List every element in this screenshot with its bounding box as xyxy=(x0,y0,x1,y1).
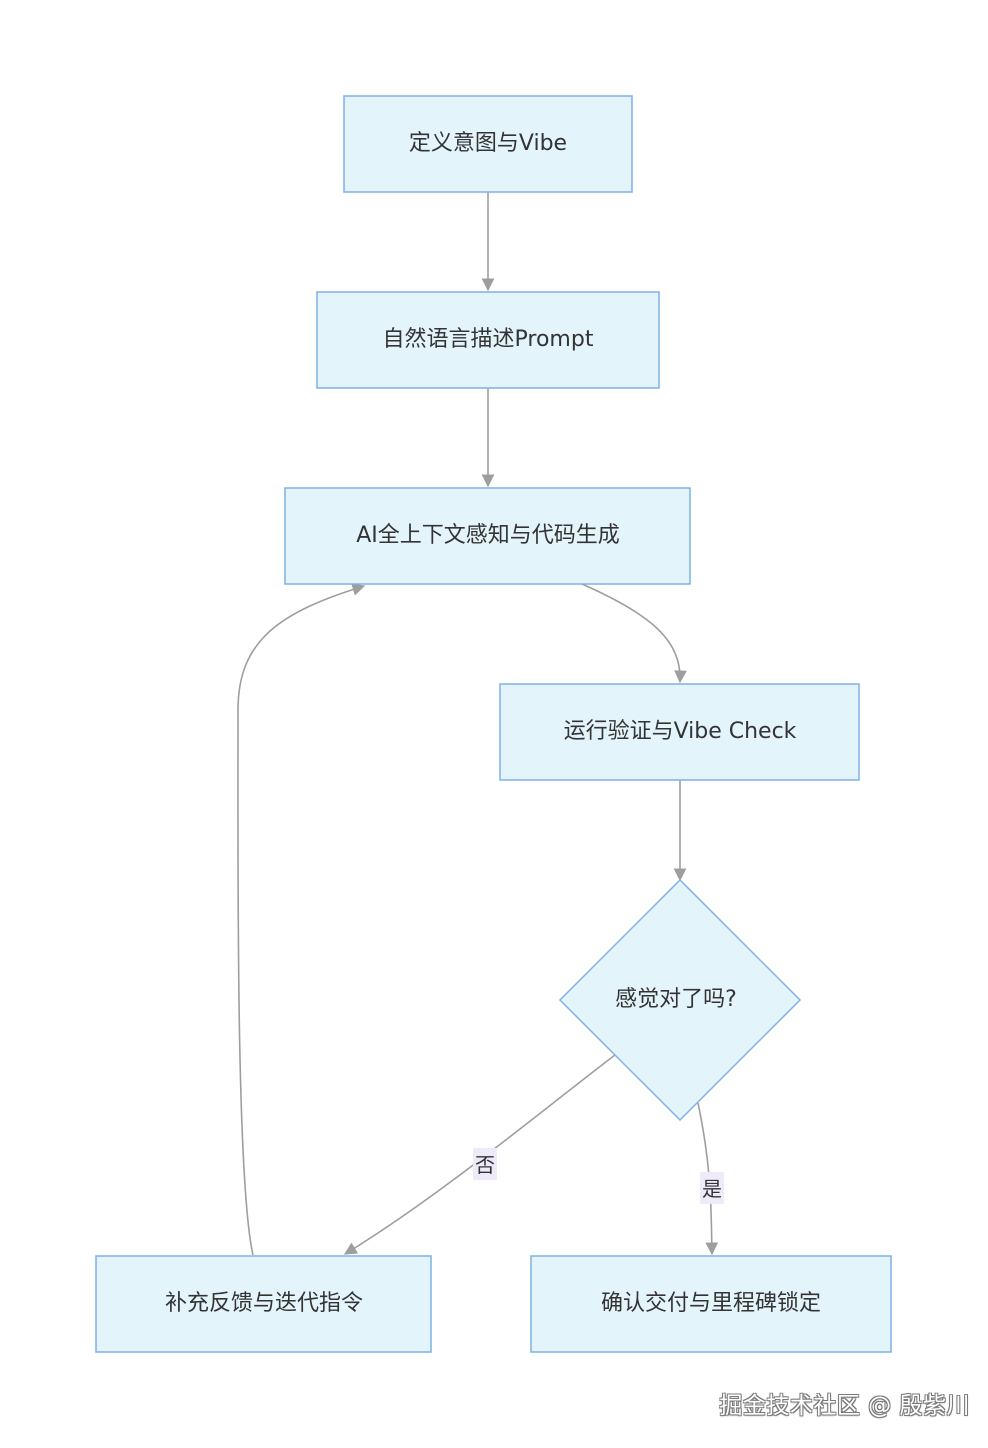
node-run-check-label: 运行验证与Vibe Check xyxy=(564,719,797,744)
node-run-check: 运行验证与Vibe Check xyxy=(499,683,860,781)
edge-label-no-text: 否 xyxy=(475,1153,495,1177)
node-natural-prompt: 自然语言描述Prompt xyxy=(316,291,660,389)
edge-feedback-to-ai xyxy=(237,583,366,1256)
watermark: 掘金技术社区 @ 殷紫川 xyxy=(719,1393,970,1419)
node-decision-label: 感觉对了吗? xyxy=(615,987,737,1012)
node-define-intent-label: 定义意图与Vibe xyxy=(409,131,567,156)
node-deliver-label: 确认交付与里程碑锁定 xyxy=(601,1291,821,1316)
edge-ai-to-run xyxy=(581,583,687,684)
node-natural-prompt-label: 自然语言描述Prompt xyxy=(383,327,594,352)
edge-label-yes: 是 xyxy=(700,1172,724,1204)
edge-label-yes-text: 是 xyxy=(702,1177,722,1201)
node-define-intent: 定义意图与Vibe xyxy=(343,95,633,193)
node-feedback: 补充反馈与迭代指令 xyxy=(95,1255,432,1353)
edge-label-no: 否 xyxy=(473,1148,497,1180)
node-decision: 感觉对了吗? xyxy=(558,878,802,1122)
node-deliver: 确认交付与里程碑锁定 xyxy=(530,1255,892,1353)
node-ai-generate-label: AI全上下文感知与代码生成 xyxy=(356,523,620,548)
node-feedback-label: 补充反馈与迭代指令 xyxy=(165,1291,363,1316)
node-ai-generate: AI全上下文感知与代码生成 xyxy=(284,487,691,585)
